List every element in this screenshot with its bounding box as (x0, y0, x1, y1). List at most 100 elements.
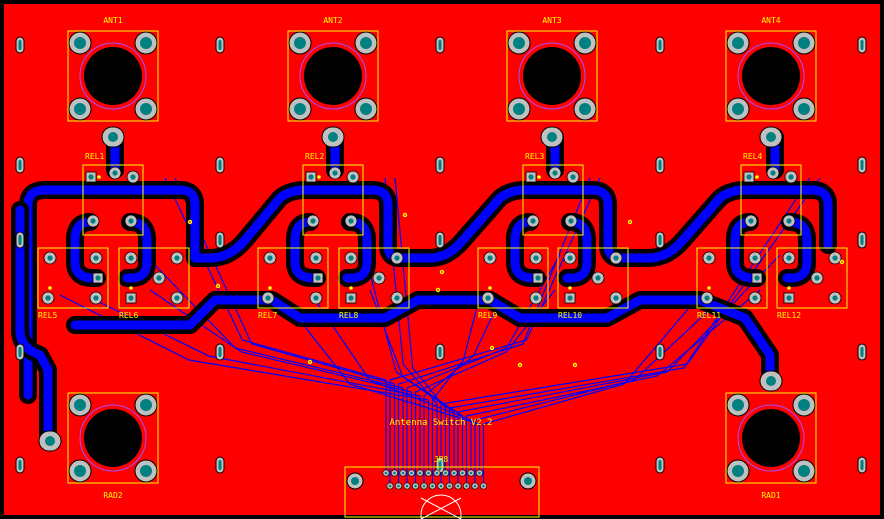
relay-pad-hole (348, 295, 354, 301)
relay-pad-hole (376, 275, 382, 281)
antenna-connector-3-ring (518, 42, 586, 110)
rad2-feed-pad-hole (45, 436, 55, 446)
signal-trace (431, 294, 481, 486)
relay-outline (696, 247, 768, 309)
mounting-slot-hole (18, 347, 22, 357)
header-mount-hole (524, 477, 532, 485)
via-hole (841, 261, 843, 263)
header-pin-hole (482, 484, 485, 488)
relay-pad-hole (128, 255, 134, 261)
radio-connector-rad2-ground-pad-hole (74, 399, 86, 411)
mounting-slot-hole (860, 160, 864, 170)
relay-pad-hole (770, 170, 776, 176)
header-key-arc (420, 494, 462, 519)
vias (187, 212, 845, 368)
antenna-connector-1: ANT1 (67, 16, 159, 122)
antenna-connector-3-outline (506, 30, 598, 122)
header-connector: JP8 (344, 455, 540, 519)
antenna-connector-2: ANT2 (287, 16, 379, 122)
relay-outline (302, 164, 364, 236)
relay-pad-hole (93, 295, 99, 301)
relay-pad-hole (394, 255, 400, 261)
mounting-slot-hole (218, 460, 222, 470)
mounting-slot-hole (438, 347, 442, 357)
header-pin-hole (452, 471, 456, 475)
relay-pad-hole (535, 275, 541, 281)
via-hole (404, 214, 406, 216)
mounting-slot-hole (18, 160, 22, 170)
relay-pad-hole (265, 295, 271, 301)
pin1-marker (349, 286, 353, 290)
signal-trace (279, 294, 481, 473)
relay-pad-hole (174, 255, 180, 261)
header-pin-hole (465, 484, 468, 488)
via-hole (441, 271, 443, 273)
pin1-marker (317, 175, 321, 179)
mounting-slot-hole (658, 40, 662, 50)
radio-connector-rad1-ground-pad-hole (732, 399, 744, 411)
relay-label: REL11 (697, 311, 721, 320)
relay-pad-hole (348, 255, 354, 261)
radio-connector-rad2-center-hole (84, 409, 142, 467)
mounting-slot-hole (658, 160, 662, 170)
mounting-slot-hole (18, 460, 22, 470)
relay-pad-hole (128, 295, 134, 301)
pin1-marker (268, 286, 272, 290)
pin1-marker (537, 175, 541, 179)
relay-pad-hole (788, 174, 794, 180)
antenna-connector-3: ANT3 (506, 16, 598, 122)
header-pin-hole (469, 471, 473, 475)
relay-outline (338, 247, 410, 309)
rf-bus-left-down (15, 205, 53, 445)
mounting-slots (15, 36, 867, 474)
relay-outline (118, 247, 190, 309)
relay-pad-hole (533, 295, 539, 301)
relay-rel10: REL10 (557, 247, 629, 320)
relay-rel9: REL9 (477, 247, 549, 320)
header-pin-hole (418, 471, 422, 475)
header-pin-hole (473, 484, 477, 488)
relay-label: REL5 (38, 311, 57, 320)
header-pin-hole (439, 484, 443, 488)
ant-feed-pad-2-hole (328, 132, 338, 142)
via-hole (217, 285, 219, 287)
relay-pad-hole (350, 174, 356, 180)
relay-pad-hole (570, 174, 576, 180)
relay-pad-hole (595, 275, 601, 281)
relay-outline (82, 164, 144, 236)
relay-label: REL10 (558, 311, 582, 320)
relay-pad-hole (832, 255, 838, 261)
radio-connector-rad2-outline (67, 392, 159, 484)
header-key-line (420, 497, 462, 519)
relay-pad-hole (814, 275, 820, 281)
relay-pad-hole (156, 275, 162, 281)
pin1-marker (129, 286, 133, 290)
radio-connector-rad1-center-hole (742, 409, 800, 467)
via-hole (189, 221, 191, 223)
relay-outline (776, 247, 848, 309)
relay-outline (522, 164, 584, 236)
header-pin-hole (397, 484, 400, 488)
header-pin-hole (384, 471, 388, 475)
antenna-connector-2-ground-pad-hole (294, 37, 306, 49)
antenna-connector-4-outline (725, 30, 817, 122)
relay-label: REL4 (743, 152, 762, 161)
mounting-slot-hole (860, 460, 864, 470)
header-pin-hole (414, 484, 417, 488)
via-hole (574, 364, 576, 366)
antenna-connector-1-ground-pad-hole (140, 37, 152, 49)
antenna-connector-4-ring (737, 42, 805, 110)
relay-outline (477, 247, 549, 309)
radio-connector-rad1-label: RAD1 (761, 491, 780, 500)
ant-feed-pad-4-hole (766, 132, 776, 142)
header-outline (344, 466, 540, 518)
pin1-marker (755, 175, 759, 179)
relay-outline (740, 164, 802, 236)
signal-trace (144, 254, 404, 473)
board-title: Antenna Switch V2.2 (390, 418, 493, 428)
antenna-connector-1-ground-pad-hole (140, 103, 152, 115)
pin1-marker (488, 286, 492, 290)
relay-pad-hole (552, 170, 558, 176)
relay-pad-hole (332, 170, 338, 176)
